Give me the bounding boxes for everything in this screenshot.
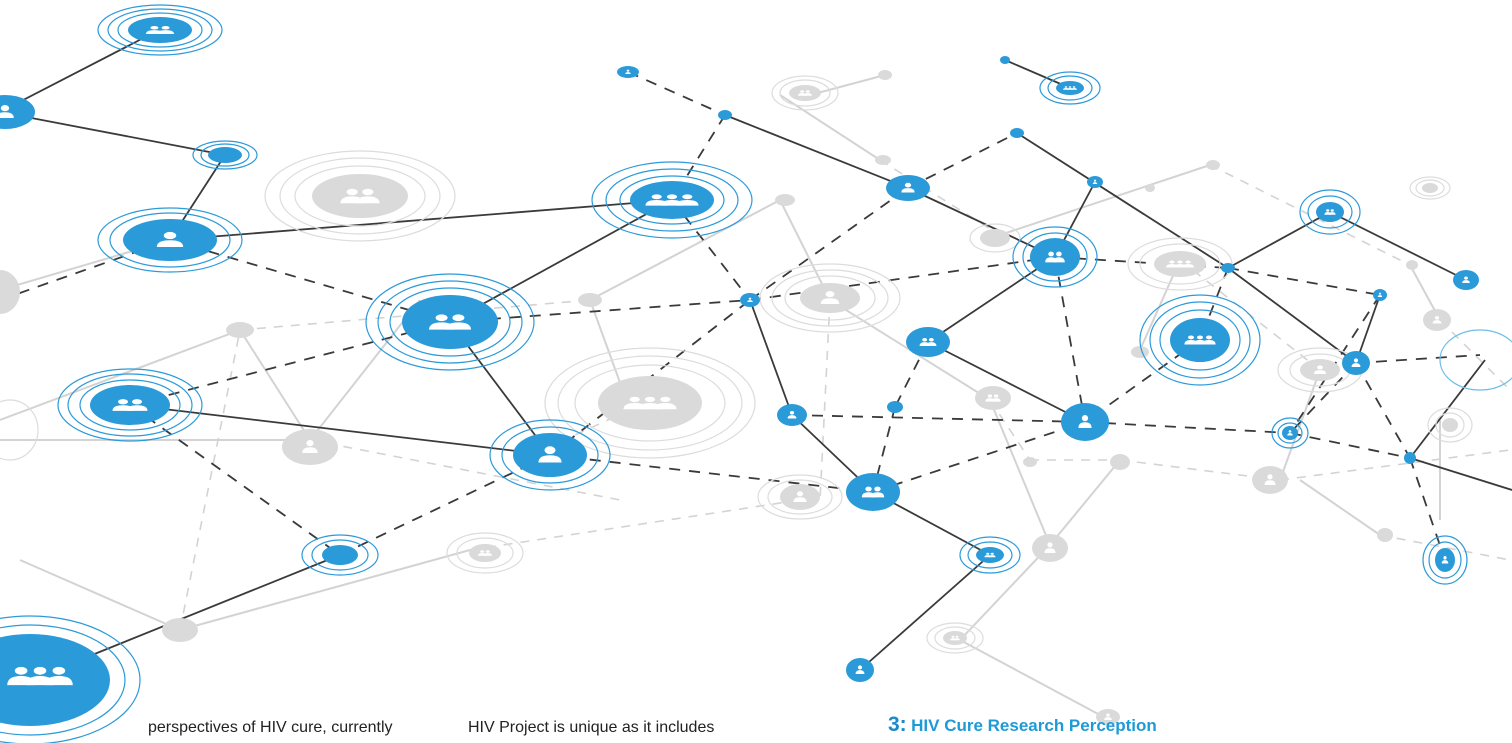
gray-nodes <box>0 70 1512 725</box>
section-title: HIV Cure Research Perception <box>911 716 1157 735</box>
section-number: 3: <box>888 713 907 736</box>
light-connection-lines <box>0 74 1441 716</box>
blue-nodes <box>0 4 1479 743</box>
solid-connection-lines <box>0 31 1512 681</box>
body-text-column-2: HIV Project is unique as it includes <box>468 719 715 736</box>
section-heading: 3: HIV Cure Research Perception <box>888 712 1157 740</box>
body-text-column-1: perspectives of HIV cure, currently <box>148 719 393 736</box>
